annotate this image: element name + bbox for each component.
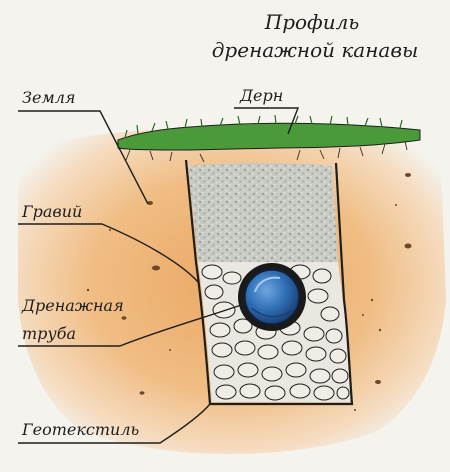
- soil-texture: [86, 173, 412, 411]
- leader-turf-line: [234, 107, 300, 135]
- label-pipe-line1: Дренажная: [22, 296, 124, 315]
- leader-geotextile-line: [18, 403, 211, 444]
- leader-pipe-line: [18, 303, 245, 347]
- label-gravel: Гравий: [22, 202, 83, 221]
- gravel-stones: [201, 264, 350, 401]
- turf-roots: [125, 140, 408, 163]
- leader-lines: [18, 107, 300, 444]
- label-pipe-line2: труба: [22, 324, 76, 343]
- turf-layer: [117, 122, 421, 151]
- fine-gravel-layer: [188, 163, 338, 262]
- leader-gravel-line: [18, 223, 199, 283]
- leader-earth-line: [18, 110, 149, 205]
- diagram-title-line1: Профиль: [264, 10, 360, 34]
- diagram-title-line2: дренажной канавы: [211, 38, 419, 62]
- label-earth: Земля: [22, 88, 76, 107]
- drainage-pipe: [238, 263, 306, 331]
- label-geotextile: Геотекстиль: [22, 420, 140, 439]
- label-turf: Дерн: [240, 86, 284, 105]
- grass-blades: [124, 114, 403, 139]
